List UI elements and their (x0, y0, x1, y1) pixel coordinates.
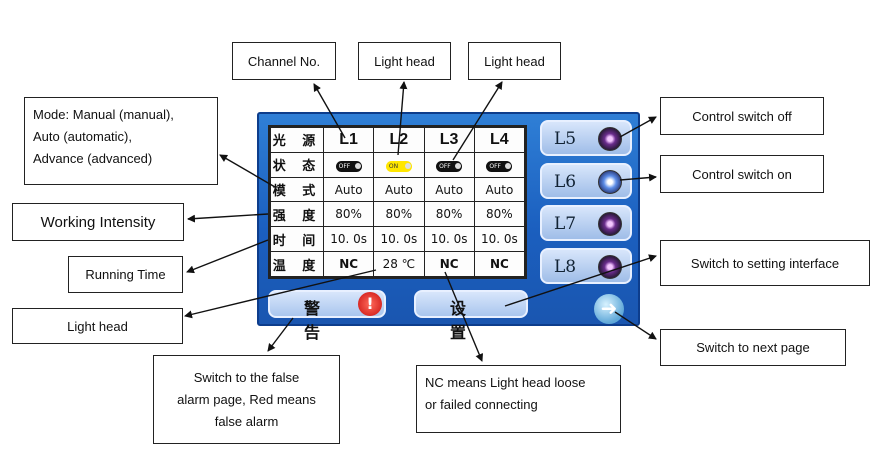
callout-mode-line: Auto (automatic), (33, 129, 132, 144)
table-row: 状 态 OFF ON OFF OFF (270, 151, 526, 178)
table-row: 光 源 L1 L2 L3 L4 (270, 127, 526, 153)
mode-l4[interactable]: Auto (473, 176, 526, 203)
channel-l1: L1 (322, 127, 375, 153)
table-row: 温 度 NC 28 ℃ NC NC (270, 251, 526, 277)
row-label-intensity: 强 度 (270, 201, 324, 228)
toggle-switch-l2[interactable]: ON (385, 161, 412, 173)
l7-button[interactable]: L7 (540, 205, 632, 241)
callout-mode-line: Mode: Manual (manual), (33, 107, 174, 122)
mode-l2[interactable]: Auto (373, 176, 425, 203)
intensity-l3[interactable]: 80% (423, 201, 475, 228)
toggle-switch-l4[interactable]: OFF (486, 161, 513, 173)
l5-button[interactable]: L5 (540, 120, 632, 156)
callout-nc-line: NC means Light head loose (425, 375, 586, 390)
callout-switch-off: Control switch off (660, 97, 824, 135)
arrow-false-alarm (267, 317, 294, 352)
arrow-right-icon[interactable]: ➜ (594, 294, 624, 324)
table-row: 强 度 80% 80% 80% 80% (270, 201, 526, 228)
callout-false-alarm-line: Switch to the false (193, 369, 300, 385)
time-l3[interactable]: 10. 0s (423, 226, 475, 253)
alarm-icon: ! (358, 292, 382, 316)
callout-channel-no: Channel No. (232, 42, 336, 80)
arrow-setting-interface (504, 254, 657, 307)
arrow-mode (219, 154, 276, 188)
callout-switch-on: Control switch on (660, 155, 824, 193)
l6-button[interactable]: L6 (540, 163, 632, 199)
callout-light-head-2: Light head (468, 42, 561, 80)
table-row: 模 式 Auto Auto Auto Auto (270, 176, 526, 203)
callout-nc-line: or failed connecting (425, 397, 538, 412)
arrow-next-page (614, 311, 657, 340)
arrow-light-head-1 (397, 81, 408, 156)
alarm-label: 警 告 (304, 299, 343, 342)
callout-working-intensity: Working Intensity (12, 203, 184, 241)
callout-setting-interface: Switch to setting interface (660, 240, 870, 286)
callout-running-time: Running Time (68, 256, 183, 293)
temperature-l1: NC (322, 251, 375, 277)
table-row: 时 间 10. 0s 10. 0s 10. 0s 10. 0s (270, 226, 526, 253)
intensity-l4[interactable]: 80% (473, 201, 526, 228)
l8-label: L8 (554, 257, 577, 277)
row-label-light-source: 光 源 (270, 127, 324, 153)
toggle-switch-l1[interactable]: OFF (335, 161, 362, 173)
callout-mode-line: Advance (advanced) (33, 151, 153, 166)
temperature-l3: NC (423, 251, 475, 277)
mode-l3[interactable]: Auto (423, 176, 475, 203)
l5-label: L5 (554, 129, 577, 149)
arrow-channel-no (313, 83, 346, 139)
toggle-switch-l3[interactable]: OFF (436, 161, 463, 173)
status-table: 光 源 L1 L2 L3 L4 状 态 OFF ON OFF OFF 模 式 A… (268, 125, 527, 279)
arrow-light-head-2 (452, 81, 503, 161)
l6-label: L6 (554, 172, 577, 192)
callout-next-page: Switch to next page (660, 329, 846, 366)
callout-light-head-1: Light head (358, 42, 451, 80)
l7-label: L7 (554, 214, 577, 234)
arrow-switch-on (619, 173, 657, 182)
switch-on-icon (598, 170, 622, 194)
callout-false-alarm-line: alarm page, Red means (177, 391, 316, 407)
row-label-mode: 模 式 (270, 176, 324, 203)
switch-off-icon (598, 127, 622, 151)
callout-false-alarm: Switch to the false alarm page, Red mean… (153, 355, 340, 444)
time-l4[interactable]: 10. 0s (473, 226, 526, 253)
callout-mode: Mode: Manual (manual), Auto (automatic),… (24, 97, 218, 185)
row-label-temperature: 温 度 (270, 251, 324, 277)
arrow-running-time (186, 239, 269, 274)
callout-false-alarm-line: false alarm (214, 413, 279, 429)
alarm-button[interactable]: 警 告 ! (268, 290, 386, 342)
arrow-switch-off (619, 116, 657, 138)
temperature-l4: NC (473, 251, 526, 277)
callout-nc-meaning: NC means Light head loose or failed conn… (416, 365, 621, 433)
callout-light-head-3: Light head (12, 308, 183, 344)
arrow-nc-meaning (444, 271, 484, 362)
l8-button[interactable]: L8 (540, 248, 632, 284)
arrow-light-head-3 (184, 269, 377, 319)
arrow-working-intensity (187, 213, 269, 223)
switch-off-icon (598, 255, 622, 279)
switch-off-icon (598, 212, 622, 236)
row-label-status: 状 态 (270, 151, 324, 178)
